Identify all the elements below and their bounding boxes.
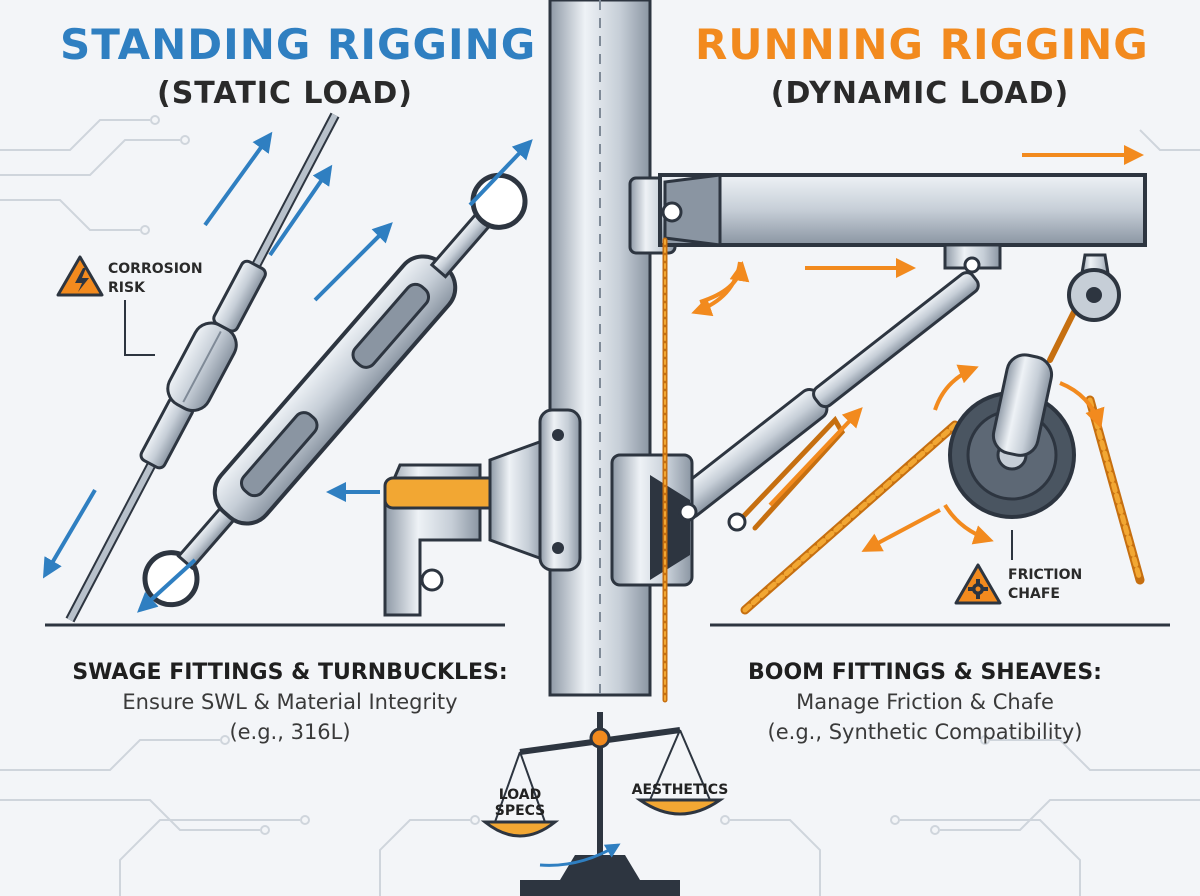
right-caption-heading: BOOM FITTINGS & SHEAVES:: [748, 660, 1102, 685]
orange-motion-arrows: [691, 145, 1144, 552]
balance-scale-icon: [480, 712, 725, 896]
left-caption-heading: SWAGE FITTINGS & TURNBUCKLES:: [72, 660, 508, 685]
warning-triangle-icon: [56, 255, 104, 297]
running-rope: [662, 237, 1145, 703]
standing-rigging-subtitle: (STATIC LOAD): [156, 76, 413, 111]
vang-base-bracket: [610, 453, 698, 587]
right-caption-line1: Manage Friction & Chafe: [796, 690, 1054, 714]
swage-fitting: [139, 259, 267, 470]
aesthetics-label: AESTHETICS: [631, 782, 729, 798]
standing-rigging-title: STANDING RIGGING: [60, 20, 537, 69]
load-specs-label: LOAD SPECS: [494, 787, 546, 819]
lightning-bolt-icon: [75, 268, 89, 292]
sheave-top: [1067, 253, 1121, 322]
running-rigging-title: RUNNING RIGGING: [695, 20, 1149, 69]
boom: [628, 173, 1147, 274]
right-caption-line2: (e.g., Synthetic Compatibility): [767, 720, 1083, 744]
left-caption-line2: (e.g., 316L): [229, 720, 351, 744]
friction-chafe-label: FRICTION CHAFE: [1008, 567, 1083, 602]
sheave-block: [948, 353, 1076, 519]
callout-leader-left: [124, 300, 155, 356]
running-rigging-subtitle: (DYNAMIC LOAD): [770, 76, 1070, 111]
blue-load-arrows: [42, 131, 533, 613]
warning-triangle-icon: [954, 563, 1002, 605]
circuit-pattern-right: [720, 129, 1200, 896]
mast-bracket: [383, 408, 582, 617]
circuit-pattern-left: [0, 115, 480, 896]
boom-vang: [671, 271, 980, 519]
mast: [548, 0, 652, 697]
corrosion-risk-label: CORROSION RISK: [108, 261, 203, 296]
left-caption-line1: Ensure SWL & Material Integrity: [122, 690, 458, 714]
